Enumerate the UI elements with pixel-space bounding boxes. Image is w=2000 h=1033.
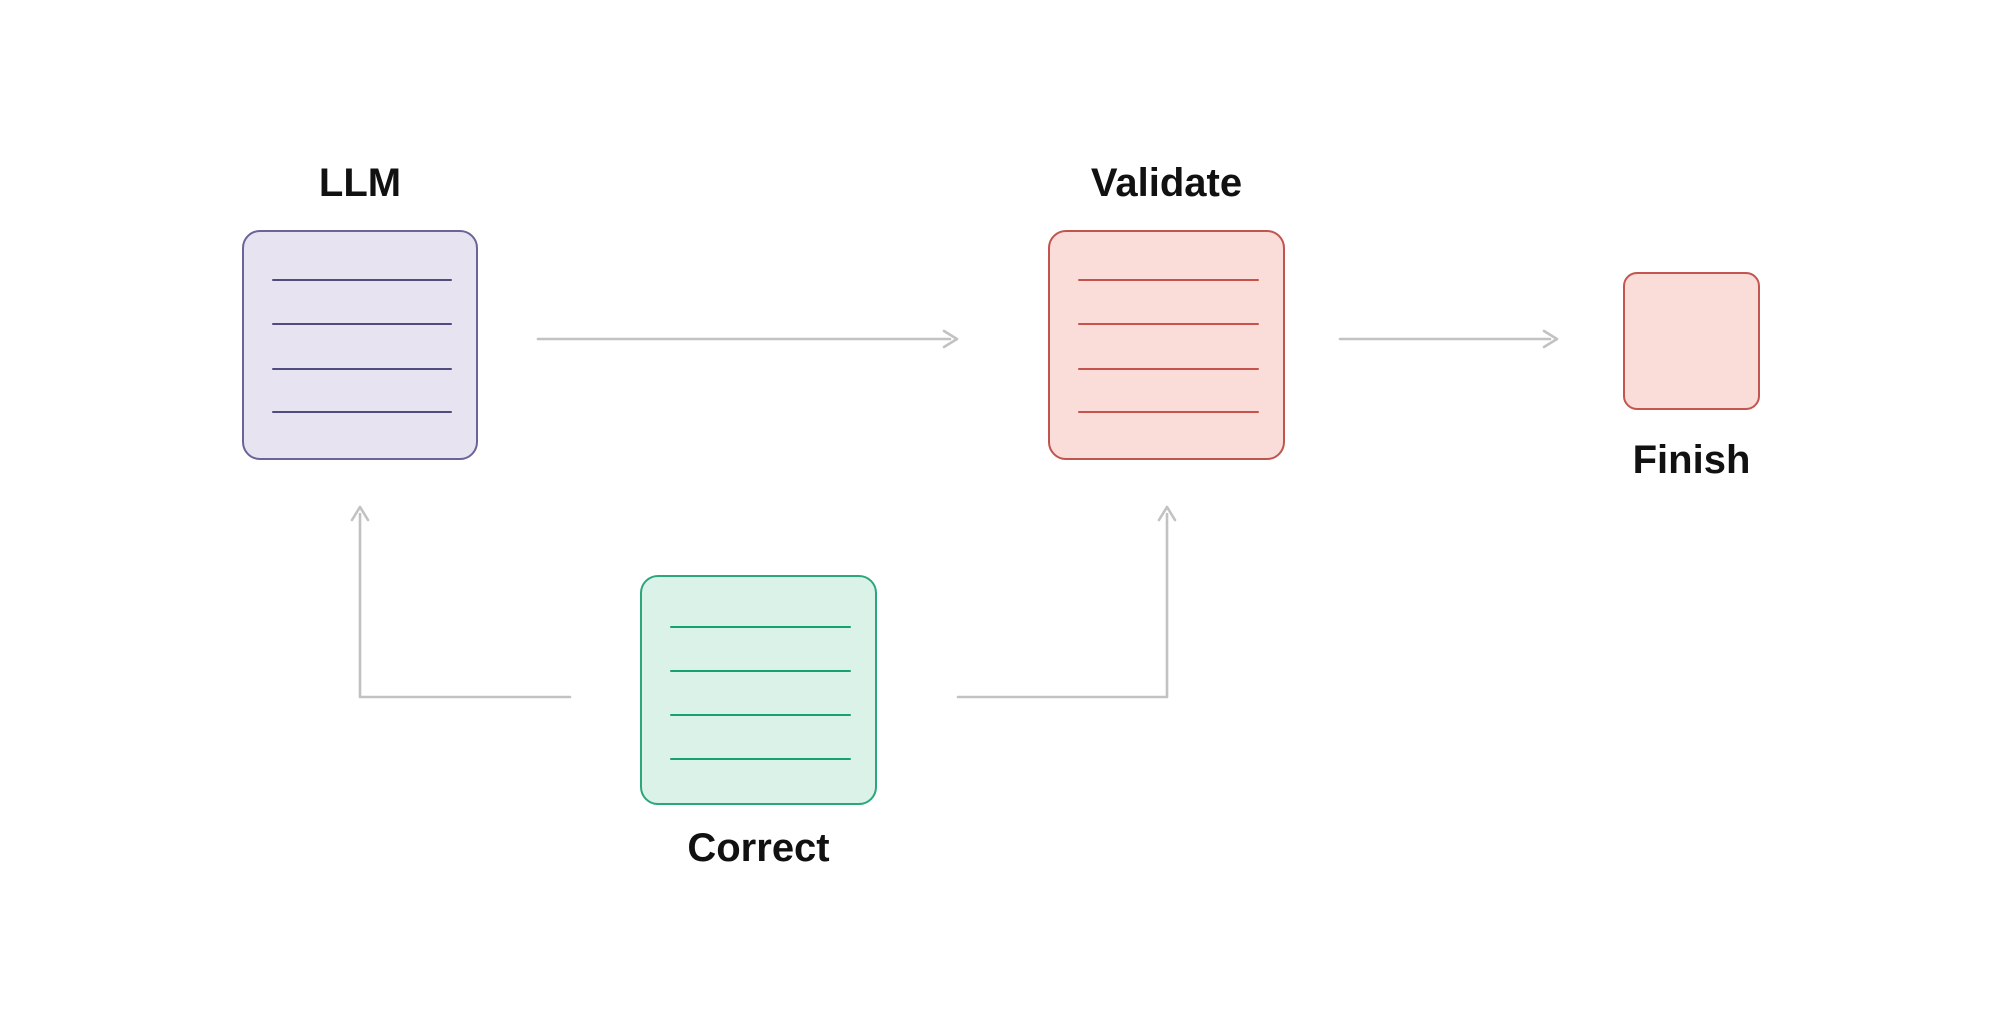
node-llm-label: LLM <box>318 161 402 205</box>
ruled-line <box>272 323 452 325</box>
ruled-line <box>670 670 851 672</box>
node-llm <box>242 230 478 460</box>
ruled-line <box>272 368 452 370</box>
edge-llm-to-validate <box>536 329 959 349</box>
node-validate <box>1048 230 1285 460</box>
ruled-line <box>1078 279 1259 281</box>
node-finish <box>1623 272 1760 410</box>
ruled-line <box>1078 368 1259 370</box>
ruled-line <box>272 279 452 281</box>
edge-correct-to-llm <box>350 505 572 699</box>
ruled-line <box>670 714 851 716</box>
ruled-line <box>1078 411 1259 413</box>
edge-validate-to-finish <box>1338 329 1559 349</box>
node-finish-label: Finish <box>1632 438 1751 482</box>
ruled-line <box>1078 323 1259 325</box>
edge-correct-to-validate <box>956 505 1177 699</box>
node-validate-label: Validate <box>1090 161 1243 205</box>
node-correct-label: Correct <box>687 826 830 870</box>
ruled-line <box>670 626 851 628</box>
node-correct <box>640 575 877 805</box>
ruled-line <box>272 411 452 413</box>
ruled-line <box>670 758 851 760</box>
